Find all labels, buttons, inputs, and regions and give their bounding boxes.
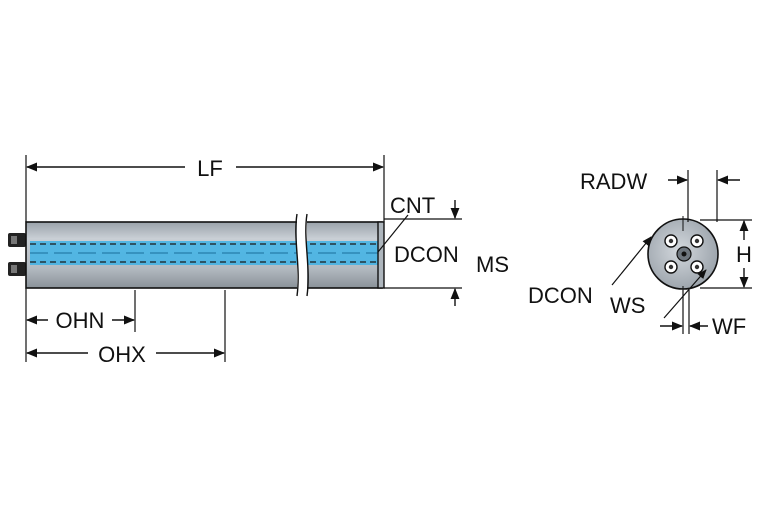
lf-label: LF	[197, 156, 223, 181]
dcon-ms-subscript: MS	[476, 252, 509, 277]
h-dimension: H	[700, 219, 752, 289]
wf-dimension: WF	[660, 290, 746, 339]
cnt-dcon-ms-dimension: CNT DCON MS	[377, 193, 509, 306]
dcon-ws-dimension: DCON WS	[528, 236, 707, 319]
front-face	[377, 221, 385, 289]
lf-dimension: LF	[25, 155, 385, 222]
end-view	[647, 216, 719, 295]
ohx-label: OHX	[98, 342, 146, 367]
dcon-ws-label: DCON	[528, 283, 593, 308]
cnt-label: CNT	[390, 193, 435, 218]
ohx-dimension: OHX	[25, 290, 226, 367]
dcon-ws-subscript: WS	[610, 293, 645, 318]
radw-label: RADW	[580, 169, 647, 194]
h-label: H	[736, 242, 752, 267]
side-view	[8, 213, 385, 297]
radw-dimension: RADW	[580, 169, 740, 222]
wf-label: WF	[712, 314, 746, 339]
dcon-ms-label: DCON	[394, 242, 459, 267]
ohn-label: OHN	[56, 308, 105, 333]
ohn-dimension: OHN	[25, 288, 136, 362]
break-gap	[297, 214, 307, 296]
